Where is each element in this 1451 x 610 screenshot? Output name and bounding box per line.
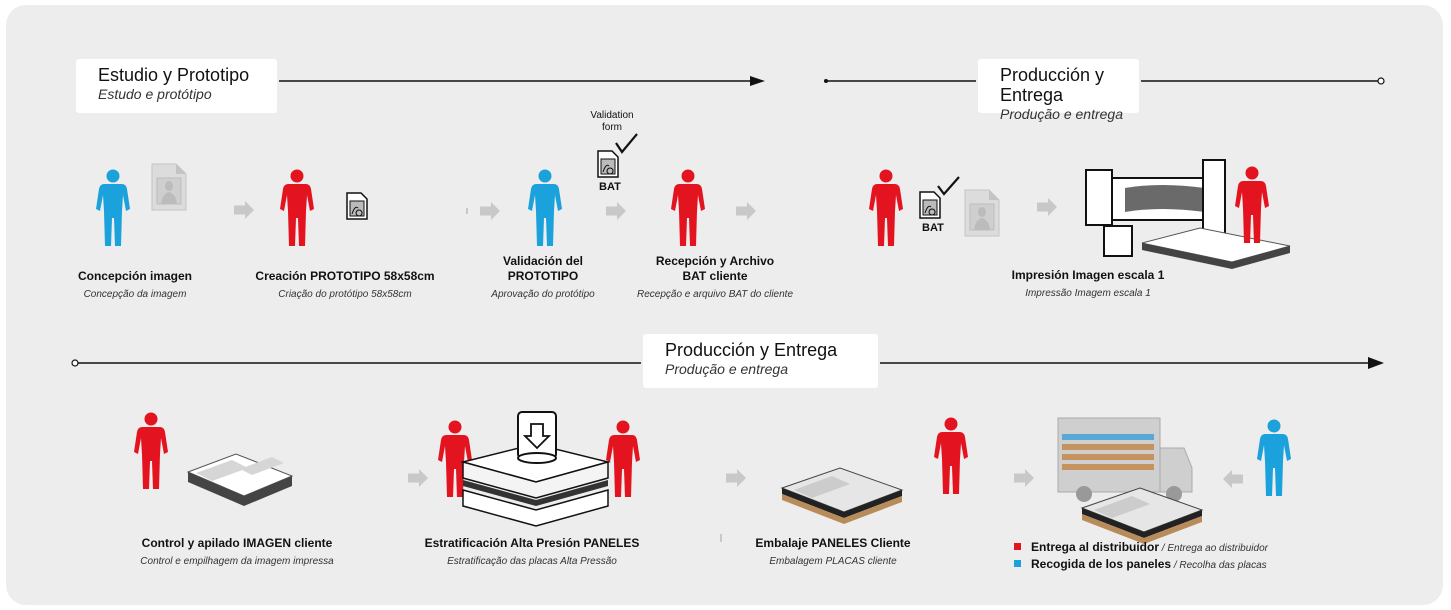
red-square-icon bbox=[1014, 543, 1021, 550]
printed-sheets-stack-icon bbox=[1141, 227, 1291, 269]
blue-square-icon bbox=[1014, 560, 1021, 567]
study-timeline-arrowhead bbox=[750, 76, 765, 86]
bat-label: BAT bbox=[599, 181, 621, 193]
client-figure bbox=[606, 420, 640, 497]
legend-label: Entrega al distribuidor bbox=[1031, 540, 1160, 554]
flow-arrow bbox=[1037, 198, 1057, 216]
step-subtitle: Impressão Imagem escala 1 bbox=[1025, 288, 1151, 299]
delivery-truck-icon bbox=[1057, 417, 1193, 502]
step-title: Validación del PROTOTIPO bbox=[502, 254, 584, 283]
production-bottom-line-start bbox=[71, 359, 79, 367]
step-caption: Creación PROTOTIPO 58x58cm Criação do pr… bbox=[230, 269, 460, 302]
step-caption: Control y apilado IMAGEN cliente Control… bbox=[122, 536, 352, 569]
production-top-line-end bbox=[1377, 77, 1385, 85]
step-caption: Recepción y Archivo BAT cliente Recepção… bbox=[615, 254, 815, 302]
flow-arrow bbox=[1014, 469, 1034, 487]
step-title: Creación PROTOTIPO 58x58cm bbox=[255, 269, 435, 283]
legend-sublabel: / Recolha das placas bbox=[1171, 560, 1267, 571]
legend-delivery: Entrega al distribuidor / Entrega ao dis… bbox=[1014, 540, 1268, 554]
image-icon bbox=[151, 163, 187, 211]
palletized-panels-icon bbox=[1081, 487, 1203, 545]
step-title: Impresión Imagen escala 1 bbox=[1011, 268, 1165, 282]
flow-arrow bbox=[606, 202, 626, 220]
section-title: Producción y Entrega bbox=[1000, 65, 1105, 105]
client-figure bbox=[280, 169, 314, 246]
flow-arrow bbox=[234, 201, 254, 219]
pickup-figure bbox=[1257, 419, 1291, 496]
section-subtitle: Estudo e protótipo bbox=[98, 86, 212, 102]
step-subtitle: Recepção e arquivo BAT do cliente bbox=[636, 289, 793, 300]
step-subtitle: Criação do protótipo 58x58cm bbox=[278, 289, 412, 300]
flow-arrow bbox=[726, 469, 746, 487]
high-pressure-press-icon bbox=[460, 411, 611, 527]
section-header-production-bottom: Producción y Entrega Produção e entrega bbox=[643, 334, 878, 388]
step-title: Embalaje PANELES Cliente bbox=[755, 536, 911, 550]
step-subtitle: Control e empilhagem da imagem impressa bbox=[140, 556, 334, 567]
large-format-printer-icon bbox=[1085, 159, 1226, 257]
flow-arrow bbox=[736, 202, 756, 220]
flow-arrow bbox=[1223, 470, 1243, 488]
step-subtitle: Estratificação das placas Alta Pressão bbox=[447, 556, 617, 567]
checkmark-icon bbox=[615, 133, 638, 154]
palletized-panels-icon bbox=[781, 467, 903, 525]
flow-arrow bbox=[480, 202, 500, 220]
section-subtitle: Produção e entrega bbox=[665, 361, 788, 377]
client-figure bbox=[134, 412, 168, 489]
step-title: Recepción y Archivo BAT cliente bbox=[655, 254, 775, 283]
bat-label: BAT bbox=[922, 222, 944, 234]
section-header-study: Estudio y Prototipo Estudo e protótipo bbox=[76, 59, 277, 113]
checkmark-icon bbox=[937, 176, 960, 196]
image-icon bbox=[964, 189, 1000, 237]
flow-arrow bbox=[408, 469, 428, 487]
section-header-production-top: Producción y Entrega Produção e entrega bbox=[978, 59, 1139, 122]
step-caption: Estratificación Alta Presión PANELES Est… bbox=[400, 536, 664, 569]
step-title: Concepción imagen bbox=[77, 269, 193, 283]
validation-form-icon bbox=[597, 150, 619, 178]
section-subtitle: Produção e entrega bbox=[1000, 106, 1123, 122]
legend-pickup: Recogida de los paneles / Recolha das pl… bbox=[1014, 557, 1267, 571]
designer-figure bbox=[96, 169, 130, 246]
step-caption: Validación del PROTOTIPO Aprovação do pr… bbox=[480, 254, 606, 302]
legend-label: Recogida de los paneles bbox=[1031, 557, 1172, 571]
divider-tick bbox=[720, 534, 722, 542]
step-subtitle: Concepção da imagem bbox=[83, 289, 187, 300]
client-figure bbox=[671, 169, 705, 246]
bat-doc-icon bbox=[919, 191, 941, 219]
validation-form-label: Validation form bbox=[590, 110, 634, 133]
client-figure bbox=[869, 169, 903, 246]
section-title: Estudio y Prototipo bbox=[98, 65, 250, 85]
step-title: Estratificación Alta Presión PANELES bbox=[424, 536, 640, 550]
validator-figure bbox=[528, 169, 562, 246]
step-caption: Embalaje PANELES Cliente Embalagem PLACA… bbox=[738, 536, 928, 569]
step-caption: Concepción imagen Concepção da imagem bbox=[60, 269, 210, 302]
client-figure bbox=[934, 417, 968, 494]
prototype-doc-icon bbox=[346, 192, 368, 220]
printed-images-stack-icon bbox=[187, 453, 293, 507]
step-title: Control y apilado IMAGEN cliente bbox=[141, 536, 333, 550]
client-figure bbox=[1235, 166, 1269, 243]
section-title: Producción y Entrega bbox=[665, 340, 838, 360]
step-subtitle: Embalagem PLACAS cliente bbox=[769, 556, 897, 567]
legend-sublabel: / Entrega ao distribuidor bbox=[1159, 543, 1268, 554]
step-caption: Impresión Imagen escala 1 Impressão Imag… bbox=[1000, 268, 1176, 301]
divider-tick bbox=[466, 208, 468, 214]
production-bottom-arrowhead bbox=[1368, 357, 1384, 369]
step-subtitle: Aprovação do protótipo bbox=[491, 289, 595, 300]
